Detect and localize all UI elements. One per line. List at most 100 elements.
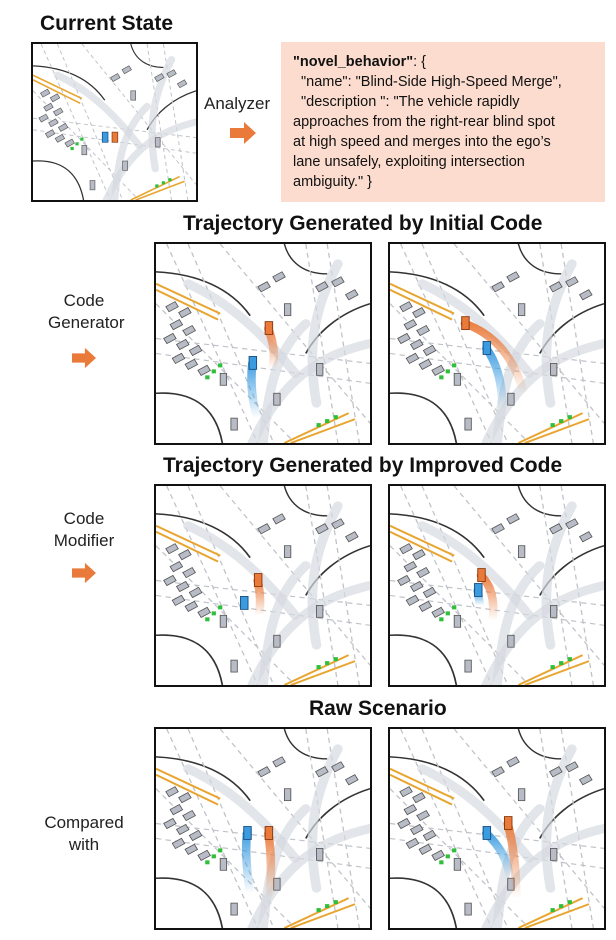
parked-car [405,594,420,607]
ego-vehicle [101,131,109,143]
current-state-title: Current State [40,12,174,35]
parked-car [344,289,359,301]
road-edge [33,160,85,200]
analyzer-label: Analyzer [204,94,271,113]
adversary-vehicle [264,826,274,840]
road-edge [283,244,328,275]
traffic-marker [168,178,172,182]
agent-car [316,363,324,376]
lane-line [162,44,189,200]
lane-line [390,579,604,606]
lane-line [453,729,604,909]
curb-line [156,773,219,806]
curb-line [524,903,590,928]
road-edge [156,634,224,685]
agent-car [81,145,88,156]
parked-car [412,792,426,804]
parked-car [64,138,75,148]
traffic-marker [316,665,321,670]
parked-car [184,600,199,613]
agent-car [550,848,558,861]
code-generator-arrow-icon [72,347,96,369]
agent-car [130,90,137,101]
improved-code-panel-1 [154,484,372,687]
improved-code-panel-2 [388,484,606,687]
parked-car [506,756,520,768]
traffic-marker [452,363,457,368]
agent-car [316,605,324,618]
parked-car [166,69,177,79]
agent-car [464,659,472,673]
traffic-marker [205,375,210,380]
lane-line [219,244,370,424]
adversary-vehicle [253,573,263,587]
parked-car [549,281,563,293]
traffic-marker [567,415,572,420]
agent-trajectory [481,824,604,928]
parked-car [188,829,203,842]
parked-car [491,766,505,778]
current-state-scene [33,44,196,200]
agent-car [273,392,281,406]
parked-car [416,809,430,822]
parked-car [418,843,433,856]
lane-line [390,822,604,849]
parked-car [565,761,579,773]
parked-car [272,513,286,525]
code-generator-line-2: Generator [48,313,125,332]
lane-line [539,486,573,685]
adversary-trajectory [460,319,529,398]
curb-line [390,767,455,800]
agent-car [219,857,228,871]
parked-car [272,271,286,283]
parked-car [197,849,211,861]
ego-trajectory [482,829,515,883]
traffic-marker [316,423,321,428]
parked-car [272,756,286,768]
parked-car [257,766,271,778]
parked-car [154,73,165,82]
lane-line [305,486,339,685]
road-edge [390,513,485,559]
parked-car [188,586,203,599]
agent-car [517,303,526,317]
lane-line [81,44,196,185]
parked-car [399,786,413,798]
parked-car [422,344,437,357]
traffic-marker [316,908,321,913]
behavior-description-line-6: ambiguity." } [293,174,373,190]
parked-car [178,792,192,804]
agent-car [230,417,238,431]
traffic-marker [439,375,444,380]
lane-line [156,352,370,384]
agent-trajectory [307,259,343,408]
lane-line [539,729,573,928]
lane-line [421,486,509,685]
traffic-marker [550,908,555,913]
ego-vehicle [248,355,258,370]
traffic-marker [218,363,223,368]
agent-car [283,545,292,559]
parked-car [397,332,411,345]
parked-car [409,823,424,836]
curb-line [135,180,185,200]
lane-line [400,729,493,928]
parked-car [409,580,424,593]
agent-car [453,614,462,628]
parked-car [182,809,196,822]
parked-car [184,358,199,371]
parked-car [491,523,505,535]
road-edge [390,877,458,928]
raw-scenario-panel-1 [154,727,372,930]
parked-car [506,513,520,525]
lane-line [390,337,604,364]
traffic-marker [439,617,444,622]
agent-car [89,180,96,191]
agent-trajectory [481,581,604,685]
parked-car [399,543,413,555]
parked-car [397,574,411,587]
lane-line [390,837,604,869]
agent-trajectory [102,118,196,200]
traffic-marker [333,415,338,420]
novel-behavior-box: "novel_behavior": { "name": "Blind-Side … [281,42,605,202]
